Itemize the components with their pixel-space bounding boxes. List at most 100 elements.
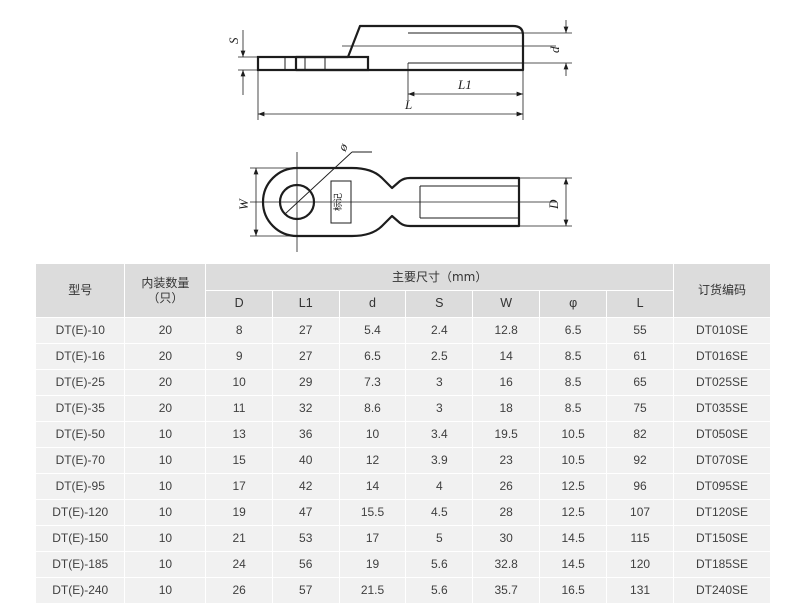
dim-label-d: d — [547, 46, 562, 53]
cell-quantity: 10 — [125, 578, 206, 603]
cell-W: 30 — [473, 526, 540, 551]
cell-d: 19 — [339, 552, 406, 577]
table-header: 型号 内装数量 （只） 主要尺寸（mm） 订货编码 D L1 d S W φ L — [36, 264, 770, 317]
specification-table: 型号 内装数量 （只） 主要尺寸（mm） 订货编码 D L1 d S W φ L… — [35, 263, 771, 604]
cell-phi: 10.5 — [540, 448, 607, 473]
cell-order-code: DT095SE — [673, 474, 770, 499]
cell-phi: 8.5 — [540, 396, 607, 421]
header-model: 型号 — [36, 264, 125, 317]
header-dim-D: D — [206, 291, 272, 317]
cell-L1: 53 — [272, 526, 339, 551]
cell-order-code: DT035SE — [673, 396, 770, 421]
cell-quantity: 10 — [125, 500, 206, 525]
cell-model: DT(E)-25 — [36, 370, 125, 395]
cell-quantity: 20 — [125, 344, 206, 369]
cell-L: 61 — [607, 344, 673, 369]
cell-L1: 29 — [272, 370, 339, 395]
cell-D: 24 — [206, 552, 272, 577]
cell-model: DT(E)-150 — [36, 526, 125, 551]
dim-label-w: W — [236, 198, 251, 210]
cell-D: 13 — [206, 422, 272, 447]
cell-S: 3 — [406, 370, 473, 395]
header-quantity: 内装数量 （只） — [125, 264, 206, 317]
cell-L: 131 — [607, 578, 673, 603]
cell-d: 17 — [339, 526, 406, 551]
cell-phi: 16.5 — [540, 578, 607, 603]
cell-S: 2.4 — [406, 318, 473, 343]
header-quantity-line2: （只） — [147, 290, 184, 305]
header-quantity-line1: 内装数量 — [141, 275, 190, 290]
cell-model: DT(E)-95 — [36, 474, 125, 499]
cell-L: 65 — [607, 370, 673, 395]
cell-d: 6.5 — [339, 344, 406, 369]
cell-phi: 8.5 — [540, 370, 607, 395]
dim-label-phi: ø — [334, 140, 351, 154]
technical-drawing-area: S d L1 L — [0, 0, 800, 258]
side-view: S d L1 L — [226, 20, 572, 120]
header-dim-phi: φ — [540, 291, 607, 317]
cell-L: 120 — [607, 552, 673, 577]
cell-phi: 12.5 — [540, 500, 607, 525]
cell-W: 26 — [473, 474, 540, 499]
cell-W: 18 — [473, 396, 540, 421]
header-dim-S: S — [406, 291, 473, 317]
cell-model: DT(E)-35 — [36, 396, 125, 421]
cell-quantity: 20 — [125, 396, 206, 421]
cell-W: 16 — [473, 370, 540, 395]
cell-L: 75 — [607, 396, 673, 421]
cell-phi: 10.5 — [540, 422, 607, 447]
cell-phi: 14.5 — [540, 552, 607, 577]
cell-S: 5.6 — [406, 578, 473, 603]
cell-d: 12 — [339, 448, 406, 473]
cell-D: 19 — [206, 500, 272, 525]
cell-order-code: DT185SE — [673, 552, 770, 577]
cell-model: DT(E)-50 — [36, 422, 125, 447]
cell-S: 3 — [406, 396, 473, 421]
cell-quantity: 10 — [125, 422, 206, 447]
header-dim-L1: L1 — [272, 291, 339, 317]
cell-S: 5 — [406, 526, 473, 551]
cell-W: 14 — [473, 344, 540, 369]
cell-L1: 32 — [272, 396, 339, 421]
cell-S: 4 — [406, 474, 473, 499]
cell-model: DT(E)-185 — [36, 552, 125, 577]
cell-L: 82 — [607, 422, 673, 447]
cell-L: 92 — [607, 448, 673, 473]
header-dim-W: W — [473, 291, 540, 317]
cell-d: 10 — [339, 422, 406, 447]
cell-d: 5.4 — [339, 318, 406, 343]
cell-D: 15 — [206, 448, 272, 473]
cell-W: 23 — [473, 448, 540, 473]
cell-d: 14 — [339, 474, 406, 499]
header-main-dimensions: 主要尺寸（mm） — [206, 264, 673, 290]
cell-D: 8 — [206, 318, 272, 343]
dim-label-s: S — [226, 37, 241, 44]
cell-D: 21 — [206, 526, 272, 551]
cell-d: 8.6 — [339, 396, 406, 421]
cell-D: 26 — [206, 578, 272, 603]
marking-label: 标记 — [332, 193, 344, 211]
cell-phi: 6.5 — [540, 318, 607, 343]
cell-d: 21.5 — [339, 578, 406, 603]
cell-order-code: DT240SE — [673, 578, 770, 603]
cell-L1: 47 — [272, 500, 339, 525]
cell-L: 55 — [607, 318, 673, 343]
cell-W: 32.8 — [473, 552, 540, 577]
cell-D: 11 — [206, 396, 272, 421]
cell-L: 115 — [607, 526, 673, 551]
cell-model: DT(E)-120 — [36, 500, 125, 525]
dim-label-l1: L1 — [457, 77, 472, 92]
cell-L1: 40 — [272, 448, 339, 473]
cell-L1: 57 — [272, 578, 339, 603]
header-dim-L: L — [607, 291, 673, 317]
cell-L1: 36 — [272, 422, 339, 447]
cell-order-code: DT050SE — [673, 422, 770, 447]
cell-S: 3.9 — [406, 448, 473, 473]
